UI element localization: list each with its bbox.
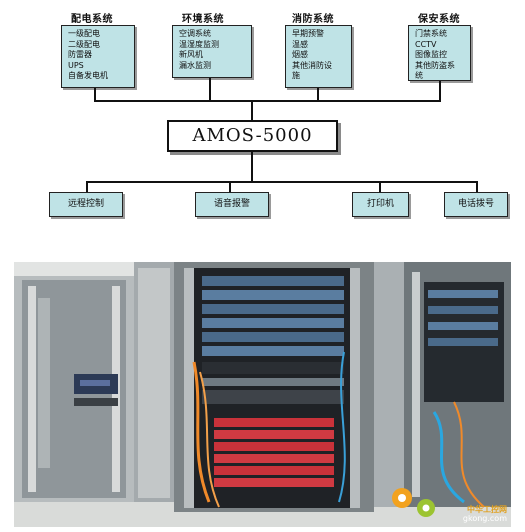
- connector: [209, 78, 211, 101]
- connector: [94, 100, 441, 102]
- power-item: 一级配电: [68, 29, 100, 38]
- connector: [317, 88, 319, 101]
- security-system-box: 门禁系统 CCTV 图像监控 其他防盗系 统: [408, 25, 471, 81]
- connector: [229, 181, 231, 192]
- environment-item: 新风机: [179, 50, 203, 59]
- watermark: 中华工控网 gkong.com: [463, 505, 507, 523]
- output-remote-control: 远程控制: [49, 192, 123, 217]
- environment-system-box: 空调系统 温湿度监测 新风机 漏水监测: [172, 25, 252, 78]
- security-item: 门禁系统: [415, 29, 447, 38]
- environment-item: 空调系统: [179, 29, 211, 38]
- connector: [251, 152, 253, 182]
- connector: [86, 181, 478, 183]
- fire-item: 温感: [292, 39, 308, 49]
- connector: [439, 81, 441, 101]
- group-title-fire: 消防系统: [292, 14, 334, 25]
- fire-item: 其他消防设: [292, 60, 332, 70]
- fire-system-box: 早期预警 温感 烟感 其他消防设 施: [285, 25, 352, 88]
- server-rack-illustration: [14, 262, 511, 527]
- fire-item: 烟感: [292, 50, 308, 59]
- output-printer: 打印机: [352, 192, 409, 217]
- watermark-name: 中华工控网: [467, 505, 507, 514]
- environment-item: 漏水监测: [179, 60, 211, 70]
- group-title-environment: 环境系统: [182, 14, 224, 25]
- fire-item: 施: [292, 71, 300, 80]
- connector: [476, 181, 478, 192]
- server-rack-photo: 中华工控网 gkong.com: [14, 262, 511, 527]
- fire-item: 早期预警: [292, 29, 324, 38]
- security-item: 图像监控: [415, 50, 447, 59]
- power-item: 防雷器: [68, 50, 92, 59]
- output-phone-dial: 电话拨号: [444, 192, 508, 217]
- security-item: 其他防盗系: [415, 60, 455, 70]
- security-item: CCTV: [415, 39, 437, 49]
- group-title-power: 配电系统: [71, 14, 113, 25]
- power-item: UPS: [68, 60, 84, 70]
- connector: [251, 100, 253, 120]
- power-item: 自备发电机: [68, 71, 108, 80]
- security-item: 统: [415, 71, 423, 80]
- group-title-security: 保安系统: [418, 14, 460, 25]
- watermark-url: gkong.com: [462, 514, 507, 523]
- main-controller-box: AMOS-5000: [167, 120, 338, 152]
- power-system-box: 一级配电 二级配电 防雷器 UPS 自备发电机: [61, 25, 135, 88]
- environment-item: 温湿度监测: [179, 39, 219, 49]
- output-voice-alarm: 语音报警: [195, 192, 269, 217]
- connector: [86, 181, 88, 192]
- power-item: 二级配电: [68, 39, 100, 49]
- connector: [379, 181, 381, 192]
- connector: [94, 88, 96, 101]
